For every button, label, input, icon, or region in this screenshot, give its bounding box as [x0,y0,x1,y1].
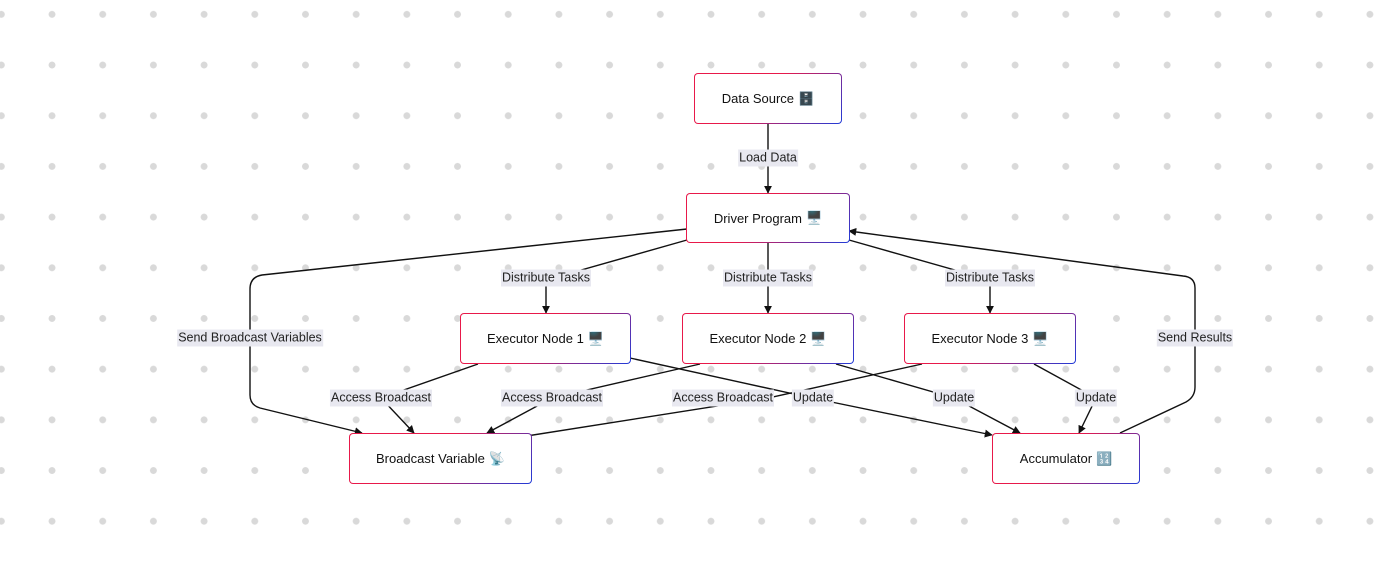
node-driver-program[interactable]: Driver Program 🖥️ [686,193,850,243]
node-broadcast-variable[interactable]: Broadcast Variable 📡 [349,433,532,484]
node-executor-3[interactable]: Executor Node 3 🖥️ [904,313,1076,364]
file-cabinet-icon: 🗄️ [798,90,815,106]
edge-label-access-3: Access Broadcast [671,389,775,407]
edge-label-send-results: Send Results [1156,329,1234,347]
edge-label-update-1: Update [791,389,835,407]
edge-label-distribute-2: Distribute Tasks [723,269,813,287]
edge-label-distribute-3: Distribute Tasks [945,269,1035,287]
node-accumulator[interactable]: Accumulator 🔢 [992,433,1140,484]
node-label: Data Source [721,91,795,106]
node-executor-1[interactable]: Executor Node 1 🖥️ [460,313,631,364]
input-numbers-icon: 🔢 [1096,450,1113,466]
node-label: Accumulator [1019,451,1093,466]
edge-label-access-1: Access Broadcast [329,389,433,407]
edge-label-distribute-1: Distribute Tasks [501,269,591,287]
node-label: Executor Node 3 [931,331,1029,346]
desktop-computer-icon: 🖥️ [810,330,827,346]
edge-update-2 [835,363,1021,434]
node-label: Broadcast Variable [375,451,485,466]
node-label: Executor Node 2 [709,331,807,346]
node-executor-2[interactable]: Executor Node 2 🖥️ [682,313,854,364]
edge-label-send-broadcast: Send Broadcast Variables [177,329,323,347]
satellite-antenna-icon: 📡 [488,450,506,466]
node-label: Driver Program [713,210,802,226]
desktop-computer-icon: 🖥️ [587,330,605,346]
node-data-source[interactable]: Data Source 🗄️ [694,73,842,124]
edge-label-access-2: Access Broadcast [500,389,604,407]
node-label: Executor Node 1 [486,331,584,346]
edge-label-update-3: Update [1074,389,1118,407]
edge-label-load-data: Load Data [738,149,798,167]
desktop-computer-icon: 🖥️ [805,210,823,225]
edge-label-update-2: Update [932,389,976,407]
desktop-computer-icon: 🖥️ [1032,330,1049,346]
